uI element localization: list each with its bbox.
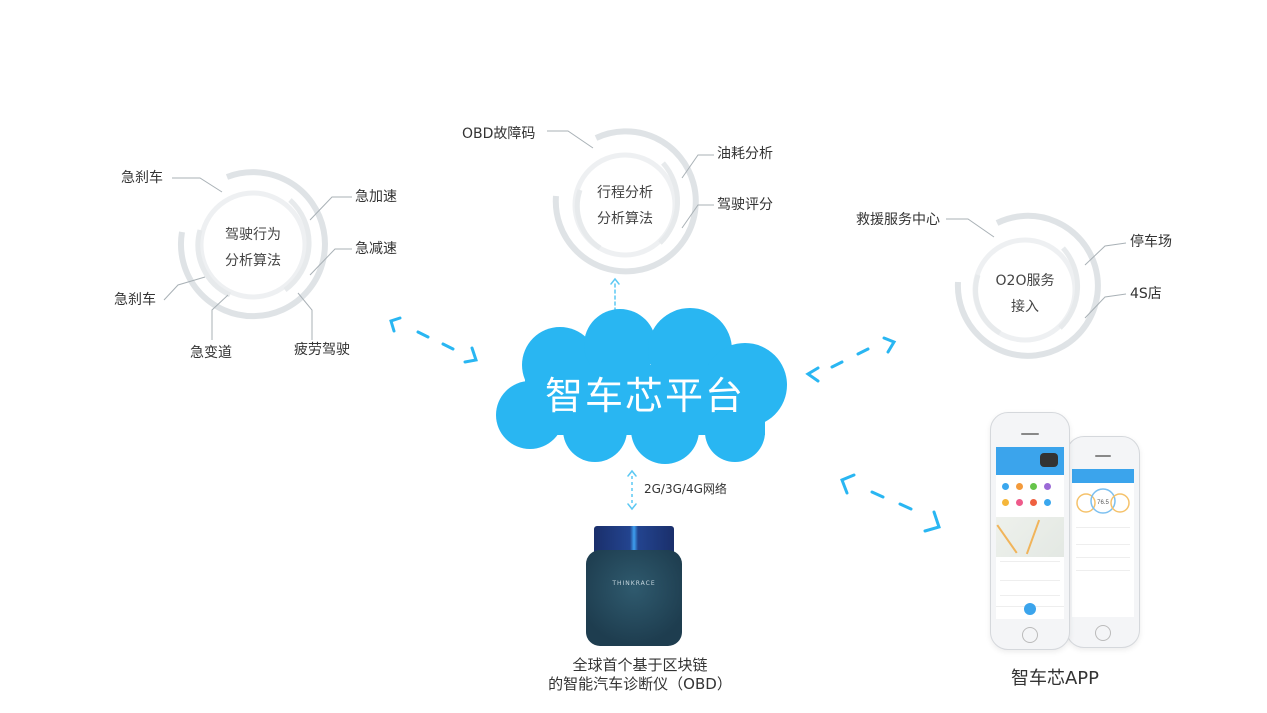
driving-behavior-leaders [163, 177, 352, 340]
obd-caption: 全球首个基于区块链 的智能汽车诊断仪（OBD） [520, 656, 760, 694]
double-arrow-icon [805, 336, 897, 383]
hub-title-line: 分析算法 [597, 211, 653, 227]
label-driving-score: 驾驶评分 [717, 197, 773, 213]
network-label: 2G/3G/4G网络 [644, 482, 727, 496]
gauge-icon: 76.5 [1076, 488, 1130, 514]
label-fatigue-driving: 疲劳驾驶 [294, 342, 350, 358]
hub-title-line: 行程分析 [597, 185, 653, 201]
phone-back: 76.5 [1066, 436, 1140, 648]
label-rescue-center: 救援服务中心 [856, 212, 940, 228]
hub-title-line: O2O服务 [995, 273, 1055, 289]
trip-analysis-title: 行程分析 分析算法 [585, 180, 665, 232]
device-brand: THINKRACE [612, 580, 656, 587]
label-fuel-analysis: 油耗分析 [717, 146, 773, 162]
obd-caption-line: 的智能汽车诊断仪（OBD） [548, 675, 732, 693]
hub-title-line: 分析算法 [225, 253, 281, 269]
cloud-icon [496, 308, 787, 464]
label-parking-lot: 停车场 [1130, 234, 1172, 250]
phone-front [990, 412, 1070, 650]
driving-behavior-title: 驾驶行为 分析算法 [213, 222, 293, 274]
home-button [1022, 627, 1038, 643]
trip-analysis-leaders [547, 130, 714, 229]
label-hard-acceleration: 急加速 [355, 189, 397, 205]
driving-behavior-rings [177, 169, 328, 320]
label-hard-deceleration: 急减速 [355, 241, 397, 257]
obd-caption-line: 全球首个基于区块链 [572, 656, 708, 674]
phone-back-screen: 76.5 [1072, 469, 1134, 617]
device-body: THINKRACE [586, 550, 682, 646]
speaker [1021, 433, 1039, 435]
hub-title-line: 接入 [1011, 299, 1039, 315]
o2o-title: O2O服务 接入 [980, 268, 1070, 320]
label-hard-braking-2: 急刹车 [114, 292, 156, 308]
obd-device-icon: THINKRACE [586, 526, 682, 646]
label-lane-change: 急变道 [190, 345, 232, 361]
phone-front-screen [996, 447, 1064, 619]
o2o-leaders [946, 218, 1127, 319]
device-connector [594, 526, 674, 554]
map-thumbnail [996, 517, 1064, 557]
label-4s-store: 4S店 [1130, 286, 1162, 302]
speaker [1095, 455, 1111, 457]
platform-title: 智车芯平台 [544, 374, 745, 418]
o2o-rings [954, 212, 1101, 359]
double-arrow-icon [389, 316, 478, 364]
hub-title-line: 驾驶行为 [225, 227, 281, 243]
app-caption: 智车芯APP [1010, 668, 1100, 689]
label-hard-braking: 急刹车 [121, 170, 163, 186]
label-obd-fault-code: OBD故障码 [462, 126, 536, 142]
svg-text:76.5: 76.5 [1097, 500, 1109, 506]
double-arrow-icon [840, 473, 941, 533]
trip-analysis-rings [552, 128, 699, 275]
home-button [1095, 625, 1111, 641]
